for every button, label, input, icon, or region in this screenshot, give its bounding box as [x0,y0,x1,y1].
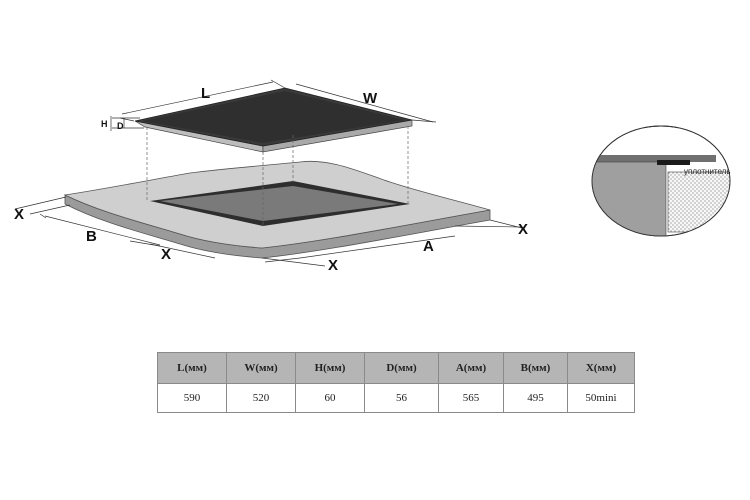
dimension-lines [14,79,523,267]
countertop [63,160,491,259]
label-D: D [117,121,124,131]
projection-lines [146,126,409,226]
header-H: H(мм) [295,352,365,384]
value-D: 56 [364,383,439,413]
header-B: B(мм) [503,352,568,384]
label-W: W [363,90,378,107]
header-W: W(мм) [226,352,296,384]
table-header-row: L(мм) W(мм) H(мм) D(мм) A(мм) B(мм) X(мм… [157,352,635,384]
label-B: B [86,228,97,245]
label-L: L [201,85,210,102]
value-B: 495 [503,383,568,413]
dimensions-table: L(мм) W(мм) H(мм) D(мм) A(мм) B(мм) X(мм… [157,352,635,413]
header-L: L(мм) [157,352,227,384]
installation-diagram: L W H D X B X X A X уплотнитель [14,79,731,274]
seal-label: уплотнитель [684,167,731,176]
label-X-front-left: X [161,246,171,263]
value-L: 590 [157,383,227,413]
value-W: 520 [226,383,296,413]
table-row: 590 520 60 56 565 495 50mini [157,383,635,413]
value-H: 60 [295,383,365,413]
header-D: D(мм) [364,352,439,384]
header-X: X(мм) [567,352,635,384]
label-X-left: X [14,206,24,223]
value-X: 50mini [567,383,635,413]
value-A: 565 [438,383,504,413]
header-A: A(мм) [438,352,504,384]
label-X-front-middle: X [328,257,338,274]
label-X-right: X [518,221,528,238]
seal-detail-inset: уплотнитель [591,125,731,237]
label-H: H [101,119,108,129]
label-A: A [423,238,434,255]
